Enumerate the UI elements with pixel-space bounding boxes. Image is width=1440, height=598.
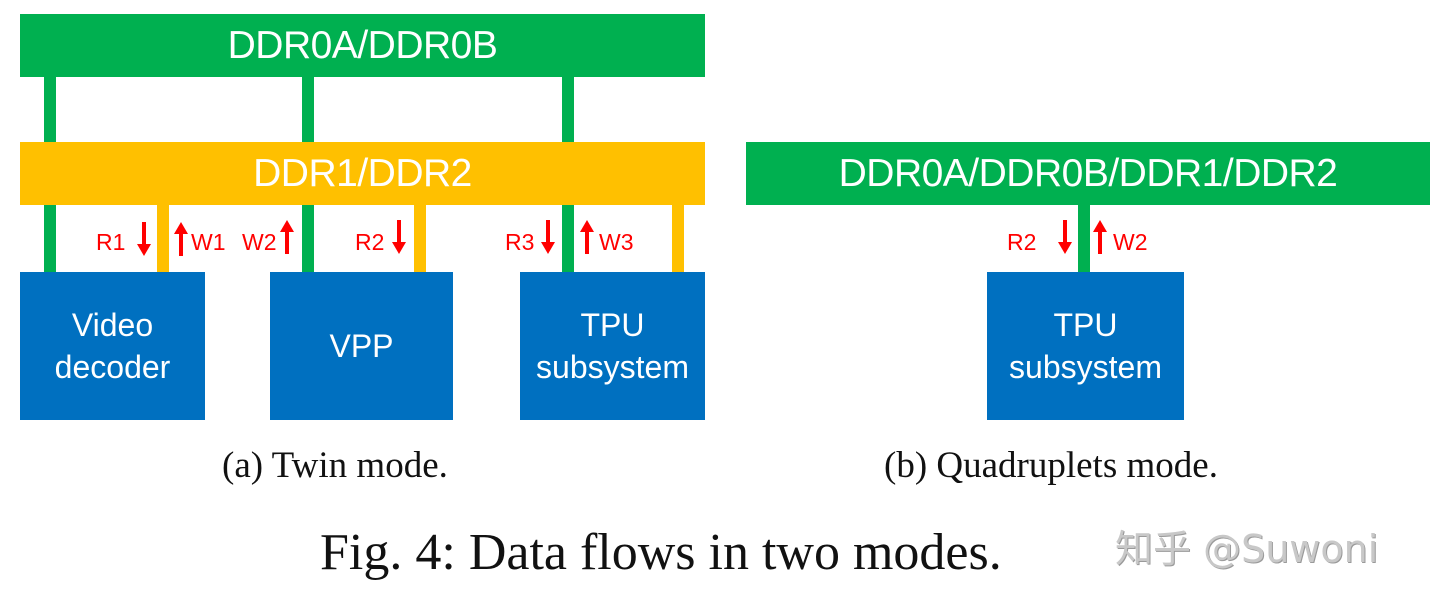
write-arrow-up-icon: [1093, 220, 1107, 254]
block-label-line2: subsystem: [536, 349, 689, 385]
read-arrow-down-icon: [1058, 220, 1072, 254]
ddr-all-bus: DDR0A/DDR0B/DDR1/DDR2: [746, 142, 1430, 205]
ddr0a-ddr0b-bus: DDR0A/DDR0B: [20, 14, 705, 77]
figure-caption: Fig. 4: Data flows in two modes.: [320, 524, 1002, 581]
watermark: 知乎 @Suwoni: [1115, 527, 1379, 571]
flow-label-w1: W1: [191, 229, 226, 255]
ddr-connector-tpu: [1078, 205, 1090, 272]
subcaption-twin-mode: (a) Twin mode.: [222, 445, 448, 486]
tpu-subsystem-block: TPU subsystem: [987, 272, 1184, 420]
ddr0-connector-vpp-upper: [302, 77, 314, 142]
block-label-line2: decoder: [54, 349, 171, 385]
ddr1-connector-decoder: [157, 205, 169, 272]
flow-label-w2: W2: [1113, 229, 1148, 255]
block-label-line1: VPP: [329, 328, 394, 364]
subcaption-quadruplets-mode: (b) Quadruplets mode.: [884, 445, 1218, 486]
block-label-line2: subsystem: [1009, 349, 1162, 385]
ddr0-connector-tpu: [562, 205, 574, 272]
vpp-block: VPP: [270, 272, 453, 420]
ddr0a-ddr0b-bus-label: DDR0A/DDR0B: [227, 23, 498, 67]
flow-label-r1: R1: [96, 229, 126, 255]
ddr0-connector-vpp: [302, 205, 314, 272]
flow-label-w2: W2: [242, 229, 277, 255]
ddr-all-bus-label: DDR0A/DDR0B/DDR1/DDR2: [838, 151, 1338, 195]
flow-label-r2: R2: [355, 229, 385, 255]
write-arrow-up-icon: [174, 222, 188, 256]
ddr1-connector-tpu: [672, 205, 684, 272]
ddr0-connector-tpu-upper: [562, 77, 574, 142]
flow-label-r3: R3: [505, 229, 535, 255]
flow-label-w3: W3: [599, 229, 634, 255]
block-label-line1: TPU: [1053, 307, 1118, 343]
block-label-line1: TPU: [580, 307, 645, 343]
read-arrow-down-icon: [392, 220, 406, 254]
ddr1-connector-vpp: [414, 205, 426, 272]
ddr1-ddr2-bus: DDR1/DDR2: [20, 142, 705, 205]
ddr0-connector-decoder-upper: [44, 77, 56, 142]
read-arrow-down-icon: [137, 222, 151, 256]
video-decoder-block: Video decoder: [20, 272, 205, 420]
ddr0-connector-decoder: [44, 205, 56, 272]
ddr1-ddr2-bus-label: DDR1/DDR2: [253, 151, 472, 195]
tpu-subsystem-block: TPU subsystem: [520, 272, 705, 420]
block-label-line1: Video: [71, 307, 154, 343]
read-arrow-down-icon: [541, 220, 555, 254]
write-arrow-up-icon: [580, 220, 594, 254]
write-arrow-up-icon: [280, 220, 294, 254]
flow-label-r2: R2: [1007, 229, 1037, 255]
